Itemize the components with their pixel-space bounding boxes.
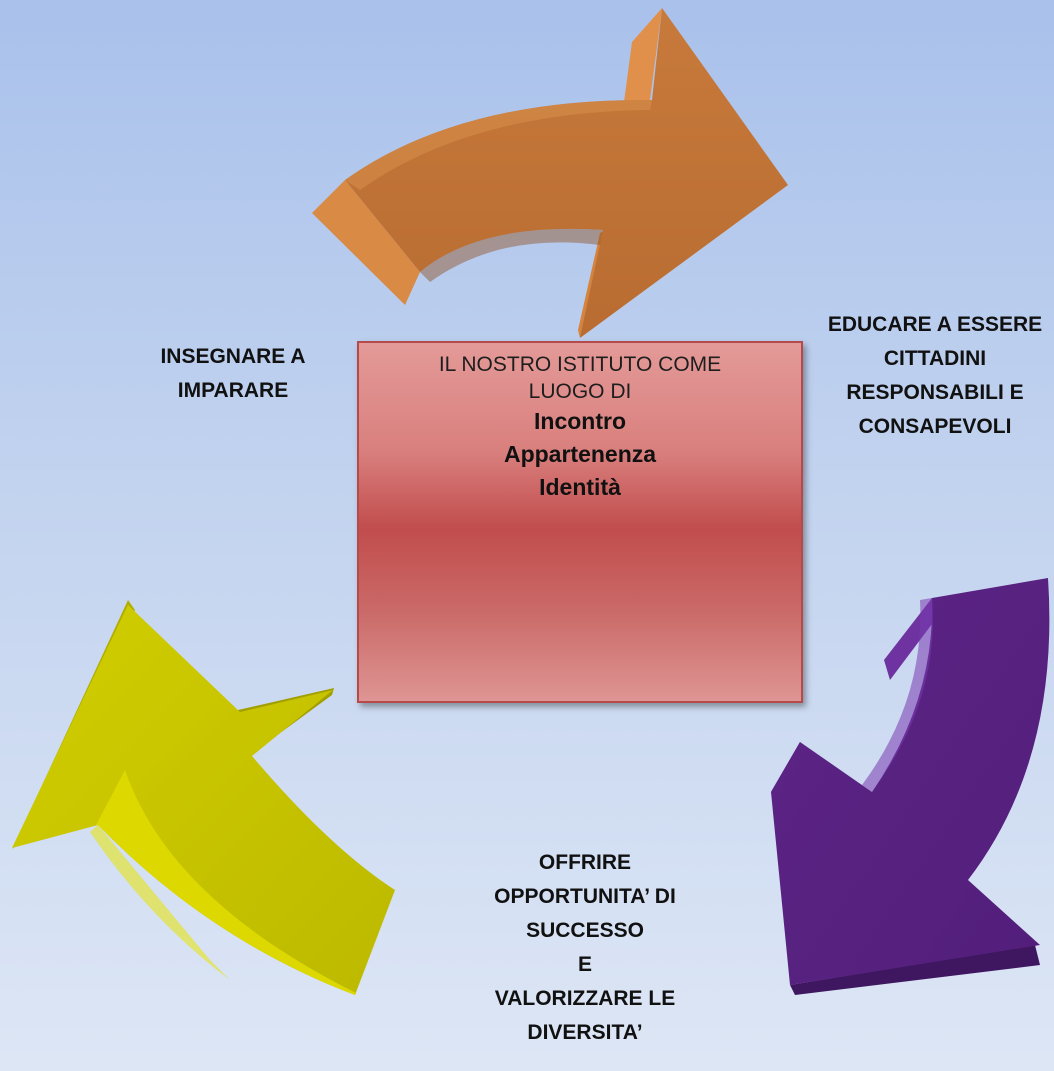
center-box: IL NOSTRO ISTITUTO COME LUOGO DI Incontr… xyxy=(357,341,803,703)
key-word-appartenenza: Appartenenza xyxy=(503,441,657,467)
purple-curved-arrow-icon xyxy=(771,578,1050,995)
key-word-incontro: Incontro xyxy=(534,408,626,434)
key-word-identita: Identità xyxy=(539,474,621,500)
label-offrire-opportunita: OFFRIRE OPPORTUNITA’ DI SUCCESSO E VALOR… xyxy=(494,851,676,1044)
center-intro: IL NOSTRO ISTITUTO COME LUOGO DI xyxy=(438,353,722,403)
center-key-words: Incontro Appartenenza Identità xyxy=(359,405,801,504)
yellow-curved-arrow-icon xyxy=(12,600,395,995)
label-insegnare-a-imparare: INSEGNARE A IMPARARE xyxy=(160,345,306,402)
label-educare-cittadini: EDUCARE A ESSERE CITTADINI RESPONSABILI … xyxy=(827,313,1043,438)
orange-curved-arrow-icon xyxy=(312,8,788,338)
